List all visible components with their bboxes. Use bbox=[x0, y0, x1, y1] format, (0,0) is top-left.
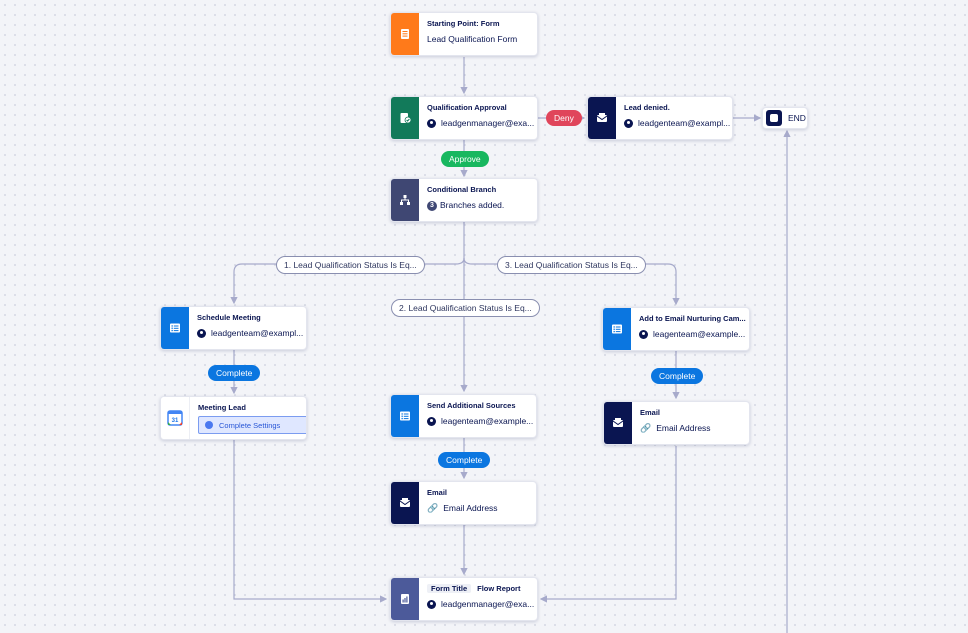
flow-report-node[interactable]: Form Title Flow Report leadgenmanager@exa… bbox=[390, 577, 538, 621]
edge-meeting-report bbox=[233, 440, 388, 603]
meeting-lead-title: Meeting Lead bbox=[198, 403, 246, 412]
avatar-icon bbox=[427, 119, 436, 128]
lead-denied-recipient: leadgenteam@exampl... bbox=[638, 118, 731, 128]
email-right-title: Email bbox=[640, 408, 661, 417]
start-node-form: Lead Qualification Form bbox=[427, 34, 518, 44]
edge-branch-right bbox=[463, 257, 680, 306]
avatar-icon bbox=[624, 119, 633, 128]
email-node-middle[interactable]: Email 🔗 Email Address bbox=[390, 481, 537, 525]
link-icon: 🔗 bbox=[640, 423, 652, 433]
nurturing-title: Add to Email Nurturing Cam... bbox=[639, 314, 746, 323]
task-icon bbox=[161, 307, 189, 349]
form-title-tag: Form Title bbox=[427, 584, 472, 593]
link-icon: 🔗 bbox=[427, 503, 439, 513]
edge-branch-left bbox=[230, 257, 465, 305]
avatar-icon bbox=[427, 600, 436, 609]
google-calendar-icon: 31 bbox=[161, 397, 190, 439]
task-icon bbox=[391, 395, 419, 437]
nurturing-assignee: leagenteam@example... bbox=[653, 329, 746, 339]
approval-icon bbox=[391, 97, 419, 139]
stop-icon bbox=[766, 110, 782, 126]
email-middle-recipient: Email Address bbox=[443, 503, 498, 513]
complete-label-right[interactable]: Complete bbox=[651, 368, 704, 384]
email-icon bbox=[391, 482, 419, 524]
condition-label-3[interactable]: 3. Lead Qualification Status Is Eq... bbox=[497, 256, 646, 274]
schedule-meeting-title: Schedule Meeting bbox=[197, 313, 261, 322]
approval-node[interactable]: Qualification Approval leadgenmanager@ex… bbox=[390, 96, 538, 140]
send-additional-sources-node[interactable]: Send Additional Sources leagenteam@examp… bbox=[390, 394, 537, 438]
schedule-meeting-assignee: leadgenteam@exampl... bbox=[211, 328, 304, 338]
complete-label-mid[interactable]: Complete bbox=[438, 452, 491, 468]
task-icon bbox=[603, 308, 631, 350]
calendar-icon-text: 31 bbox=[172, 418, 179, 424]
condition-label-2[interactable]: 2. Lead Qualification Status Is Eq... bbox=[391, 299, 540, 317]
avatar-icon bbox=[427, 417, 436, 426]
approval-node-title: Qualification Approval bbox=[427, 103, 507, 112]
approve-label[interactable]: Approve bbox=[441, 151, 489, 167]
complete-label-left[interactable]: Complete bbox=[208, 365, 261, 381]
flow-report-title: Flow Report bbox=[477, 584, 521, 593]
end-label: END bbox=[788, 113, 806, 123]
end-node[interactable]: END bbox=[762, 107, 808, 129]
complete-settings-button[interactable]: Complete Settings bbox=[198, 416, 306, 434]
send-sources-assignee: leagenteam@example... bbox=[441, 416, 534, 426]
condition-label-1[interactable]: 1. Lead Qualification Status Is Eq... bbox=[276, 256, 425, 274]
start-node[interactable]: Starting Point: Form Lead Qualification … bbox=[390, 12, 538, 56]
avatar-icon bbox=[197, 329, 206, 338]
schedule-meeting-node[interactable]: Schedule Meeting leadgenteam@exampl... bbox=[160, 306, 307, 350]
send-sources-title: Send Additional Sources bbox=[427, 401, 516, 410]
email-node-right[interactable]: Email 🔗 Email Address bbox=[603, 401, 750, 445]
branch-count: 3 bbox=[427, 200, 437, 211]
email-right-recipient: Email Address bbox=[656, 423, 711, 433]
deny-label[interactable]: Deny bbox=[546, 110, 582, 126]
settings-icon bbox=[205, 421, 213, 429]
start-node-title: Starting Point: Form bbox=[427, 19, 500, 28]
email-icon bbox=[604, 402, 632, 444]
approval-assignee: leadgenmanager@exa... bbox=[441, 118, 535, 128]
branch-node-title: Conditional Branch bbox=[427, 185, 497, 194]
complete-settings-label: Complete Settings bbox=[219, 420, 281, 430]
meeting-lead-node[interactable]: 31 Meeting Lead Complete Settings bbox=[160, 396, 307, 440]
email-icon bbox=[588, 97, 616, 139]
branch-icon bbox=[391, 179, 419, 221]
form-icon bbox=[391, 13, 419, 55]
edge-emailright-report bbox=[539, 446, 677, 603]
email-nurturing-node[interactable]: Add to Email Nurturing Cam... leagenteam… bbox=[602, 307, 750, 351]
avatar-icon bbox=[639, 330, 648, 339]
report-icon bbox=[391, 578, 419, 620]
flow-report-recipient: leadgenmanager@exa... bbox=[441, 599, 535, 609]
lead-denied-node[interactable]: Lead denied. leadgenteam@exampl... bbox=[587, 96, 733, 140]
branch-summary: Branches added. bbox=[440, 200, 505, 210]
lead-denied-title: Lead denied. bbox=[624, 103, 670, 112]
email-middle-title: Email bbox=[427, 488, 448, 497]
